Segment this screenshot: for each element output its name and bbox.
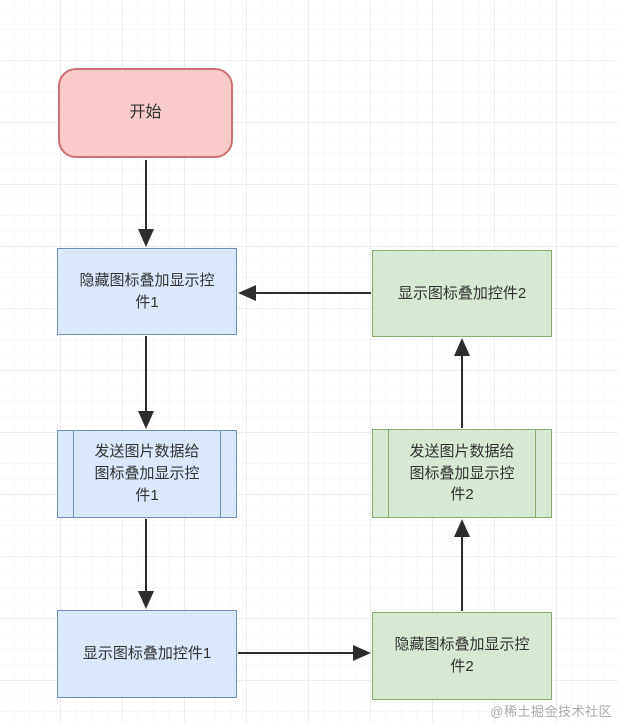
node-send-image-data-control-1: 发送图片数据给 图标叠加显示控 件1 xyxy=(57,430,237,518)
node-hide-overlay-control-2: 隐藏图标叠加显示控 件2 xyxy=(372,612,552,700)
node-start-label: 开始 xyxy=(129,104,162,122)
node-show-overlay-control-1: 显示图标叠加控件1 xyxy=(57,610,237,698)
node-hide-overlay-control-1-label: 隐藏图标叠加显示控 件1 xyxy=(79,271,215,311)
node-show-overlay-control-1-label: 显示图标叠加控件1 xyxy=(82,645,212,663)
node-hide-overlay-control-2-label: 隐藏图标叠加显示控 件2 xyxy=(394,636,530,675)
node-send-image-data-control-2: 发送图片数据给 图标叠加显示控 件2 xyxy=(372,429,552,518)
juejin-watermark: @稀土掘金技术社区 xyxy=(490,704,612,719)
node-send-image-data-control-1-label: 发送图片数据给 图标叠加显示控 件1 xyxy=(94,443,200,504)
node-show-overlay-control-2: 显示图标叠加控件2 xyxy=(372,250,552,337)
node-start: 开始 xyxy=(58,68,233,158)
node-send-image-data-control-2-label: 发送图片数据给 图标叠加显示控 件2 xyxy=(409,442,515,504)
node-hide-overlay-control-1: 隐藏图标叠加显示控 件1 xyxy=(57,248,237,335)
node-show-overlay-control-2-label: 显示图标叠加控件2 xyxy=(397,284,527,302)
